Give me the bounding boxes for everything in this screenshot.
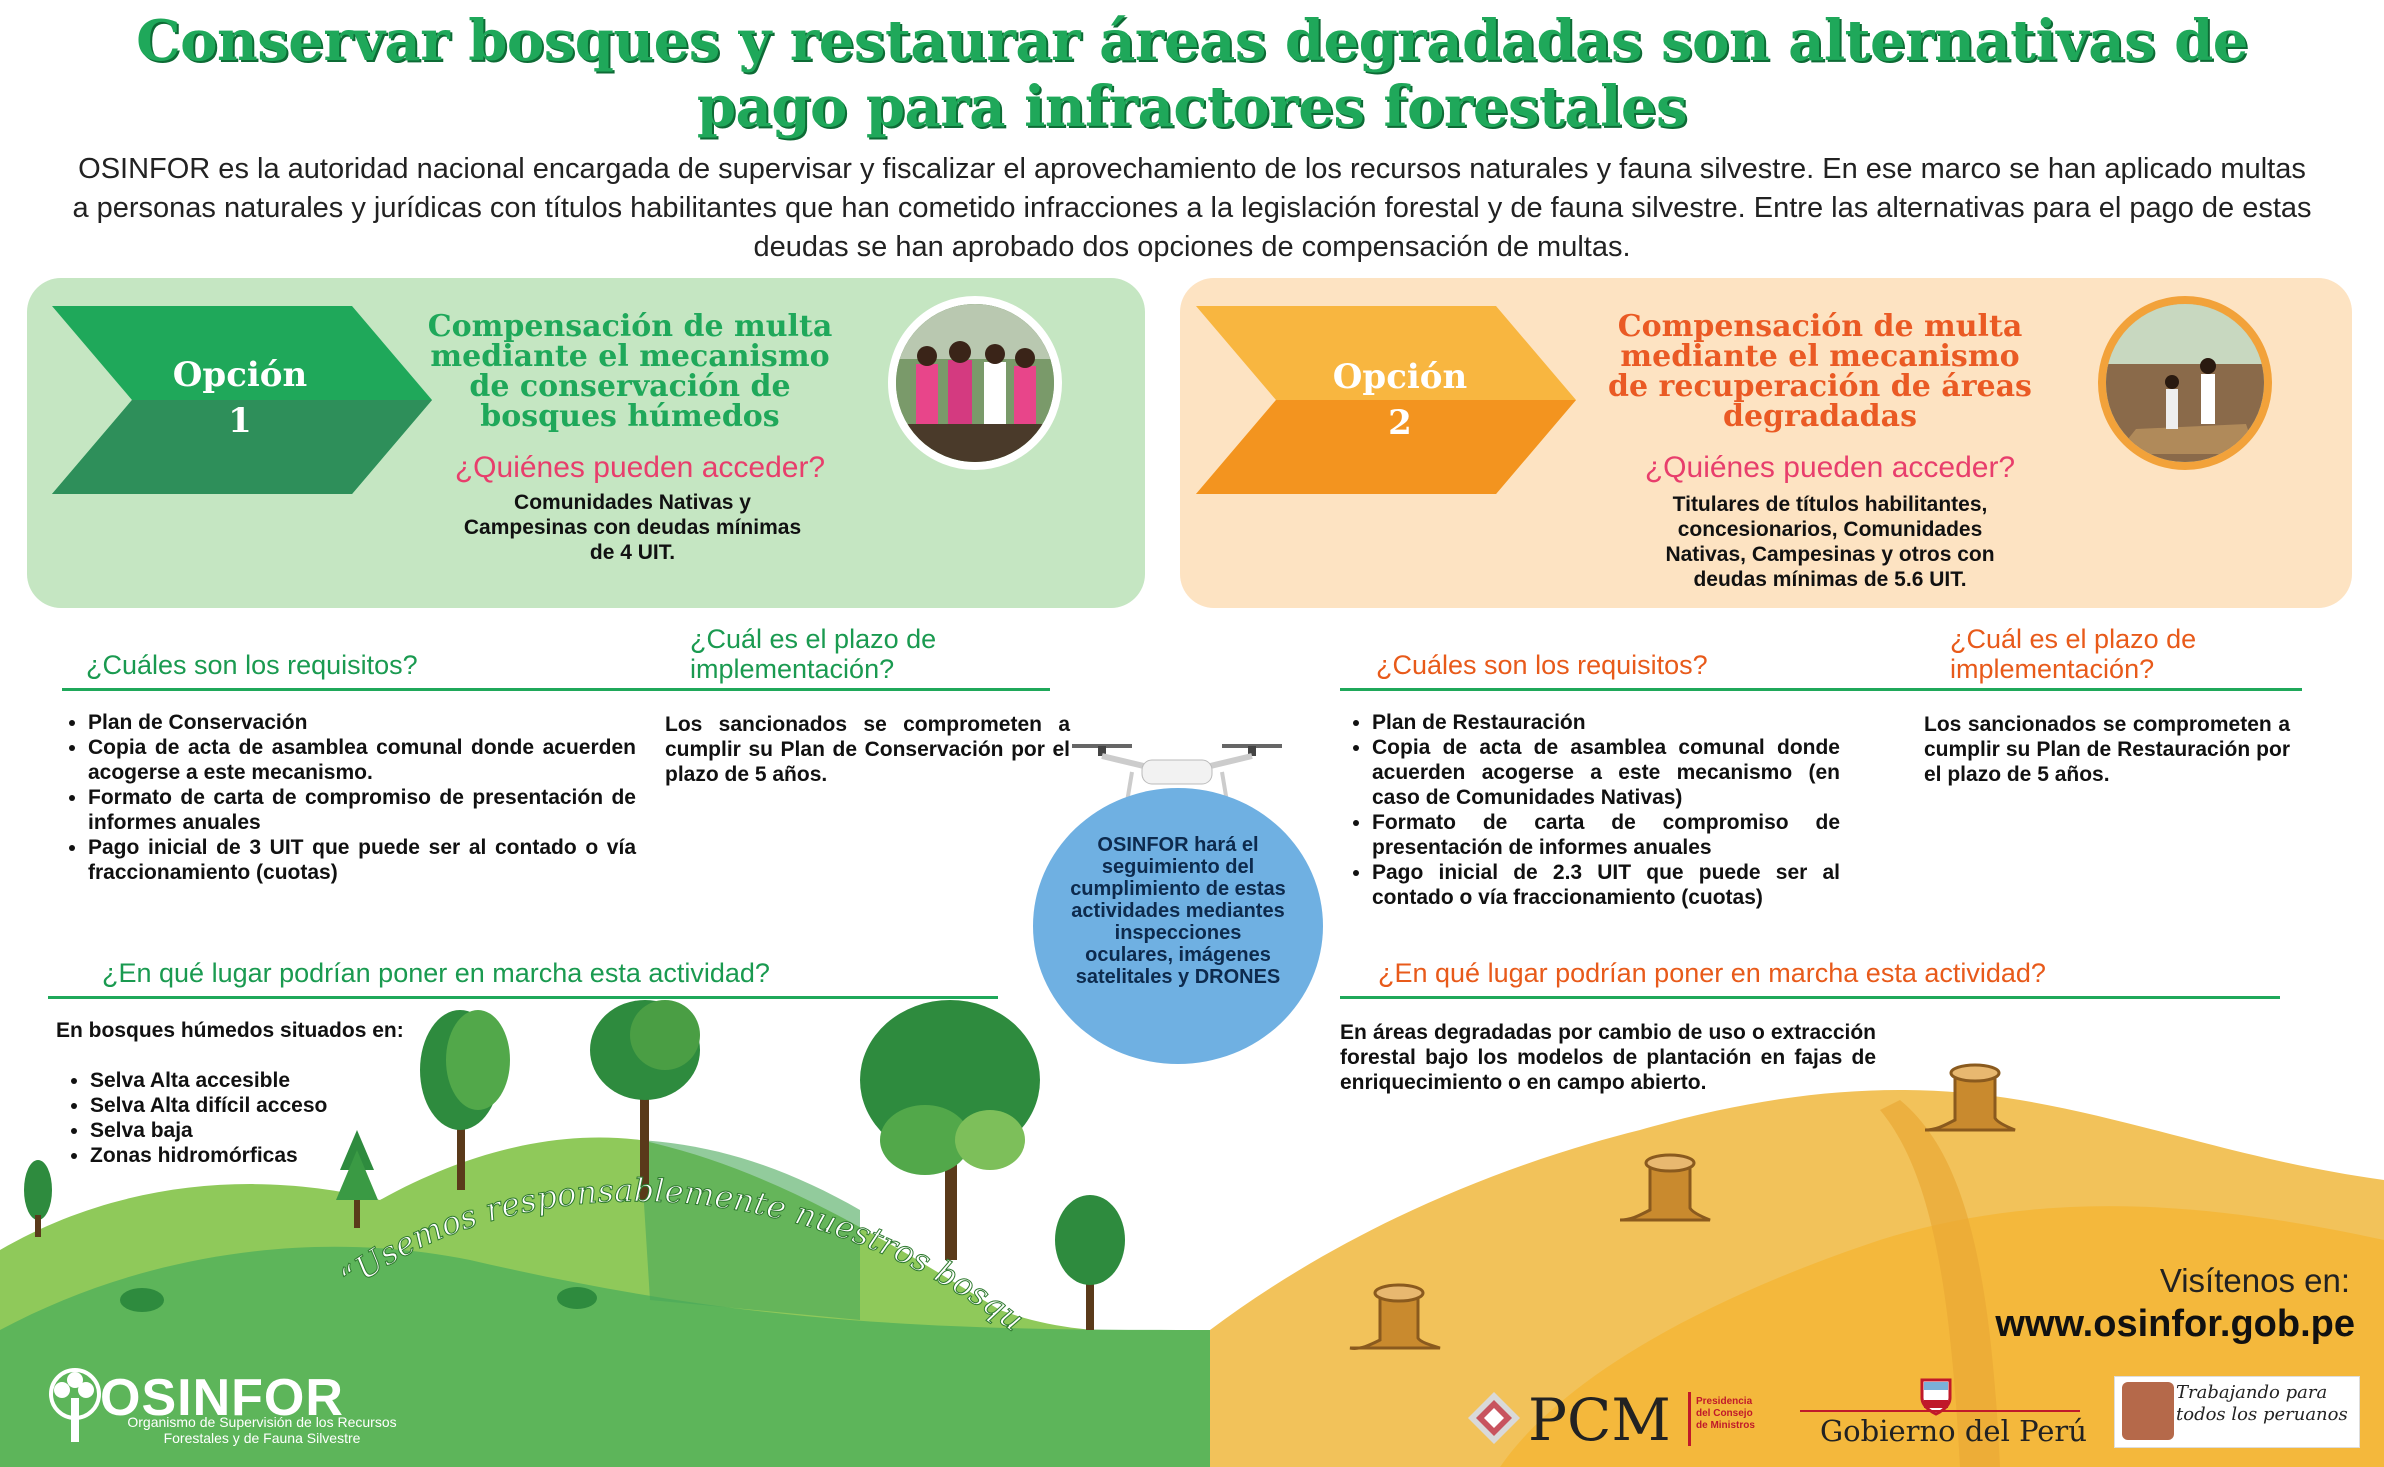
option1-divider-top (62, 688, 1050, 691)
osinfor-logo: OSINFOR (100, 1369, 344, 1427)
option1-heading: Compensación de multa mediante el mecani… (427, 309, 833, 434)
drone-info-text: OSINFOR hará el seguimiento del cumplimi… (1070, 834, 1286, 988)
option1-photo (888, 296, 1062, 470)
list-item: Selva Alta accesible (90, 1068, 510, 1093)
list-item: Formato de carta de compromiso de presen… (1372, 810, 1840, 860)
gobierno-rule (1800, 1410, 2080, 1412)
list-item: Plan de Conservación (88, 710, 636, 735)
website-link[interactable]: www.osinfor.gob.pe (1995, 1303, 2355, 1345)
option2-requirements-list: Plan de Restauración Copia de acta de as… (1342, 710, 1840, 910)
option2-label-num: 2 (1388, 403, 1412, 443)
drone-info-circle (1033, 788, 1323, 1064)
option1-chevron (52, 306, 432, 494)
option1-divider-bottom (48, 996, 998, 999)
option1-label-num: 1 (228, 401, 252, 441)
degraded-area-photo-icon (2106, 304, 2264, 462)
option1-label-word: Opción (172, 355, 308, 395)
visit-label: Visítenos en: (2159, 1262, 2350, 1299)
option2-divider-bottom (1340, 996, 2280, 999)
option1-term-title: ¿Cuál es el plazo de implementación? (690, 624, 1010, 684)
option1-place-intro: En bosques húmedos situados en: (56, 1019, 404, 1042)
option1-req-title: ¿Cuáles son los requisitos? (86, 650, 418, 680)
list-item: Pago inicial de 3 UIT que puede ser al c… (88, 835, 636, 885)
option1-term-title-text: ¿Cuál es el plazo de implementación? (690, 624, 937, 684)
pcm-fullname: Presidencia del Consejo de Ministros (1696, 1396, 1755, 1431)
option2-place-title: ¿En qué lugar podrían poner en marcha es… (1378, 958, 2046, 988)
list-item: Copia de acta de asamblea comunal donde … (88, 735, 636, 785)
option1-who-body: Comunidades Nativas y Campesinas con deu… (463, 491, 802, 564)
page-title: Conservar bosques y restaurar áreas degr… (136, 8, 2248, 140)
list-item: Zonas hidromórficas (90, 1143, 510, 1168)
option2-term-title: ¿Cuál es el plazo de implementación? (1950, 624, 2250, 684)
option2-chevron (1196, 306, 1576, 494)
option2-who-body: Titulares de títulos habilitantes, conce… (1665, 493, 1995, 591)
option2-term-body: Los sancionados se comprometen a cumplir… (1924, 713, 2290, 786)
option2-label-word: Opción (1332, 357, 1468, 397)
option1-places-list: Selva Alta accesible Selva Alta difícil … (60, 1068, 510, 1168)
president-avatar (2122, 1382, 2174, 1440)
pcm-divider (1688, 1392, 1691, 1446)
option2-place-body: En áreas degradadas por cambio de uso o … (1340, 1021, 1876, 1094)
gobierno-logo: Gobierno del Perú (1820, 1414, 2087, 1448)
option1-who-title: ¿Quiénes pueden acceder? (454, 451, 826, 484)
list-item: Pago inicial de 2.3 UIT que puede ser al… (1372, 860, 1840, 910)
option2-label: Opción 2 (1250, 354, 1550, 446)
osinfor-fullname: Organismo de Supervisión de los Recursos… (127, 1414, 397, 1446)
pcm-logo: PCM (1528, 1386, 1671, 1454)
option1-term-body: Los sancionados se comprometen a cumplir… (665, 713, 1070, 786)
trabajando-slogan: Trabajando para todos los peruanos (2176, 1382, 2348, 1425)
list-item: Plan de Restauración (1372, 710, 1840, 735)
list-item: Selva Alta difícil acceso (90, 1093, 510, 1118)
peru-shield-icon (1920, 1378, 1952, 1416)
option1-place-title: ¿En qué lugar podrían poner en marcha es… (102, 958, 770, 988)
option2-req-title: ¿Cuáles son los requisitos? (1376, 650, 1708, 680)
option2-heading: Compensación de multa mediante el mecani… (1608, 309, 2032, 434)
osinfor-tree-icon (49, 1368, 101, 1442)
list-item: Formato de carta de compromiso de presen… (88, 785, 636, 835)
option2-term-title-text: ¿Cuál es el plazo de implementación? (1950, 624, 2197, 684)
intro-paragraph: OSINFOR es la autoridad nacional encarga… (72, 153, 2312, 263)
community-photo-icon (896, 304, 1054, 462)
pcm-emblem-icon (1468, 1392, 1520, 1444)
list-item: Copia de acta de asamblea comunal donde … (1372, 735, 1840, 810)
option2-who-title: ¿Quiénes pueden acceder? (1644, 451, 2016, 484)
option1-requirements-list: Plan de Conservación Copia de acta de as… (58, 710, 636, 885)
option1-label: Opción 1 (90, 352, 390, 444)
option2-photo (2098, 296, 2272, 470)
list-item: Selva baja (90, 1118, 510, 1143)
option2-divider-top (1340, 688, 2302, 691)
